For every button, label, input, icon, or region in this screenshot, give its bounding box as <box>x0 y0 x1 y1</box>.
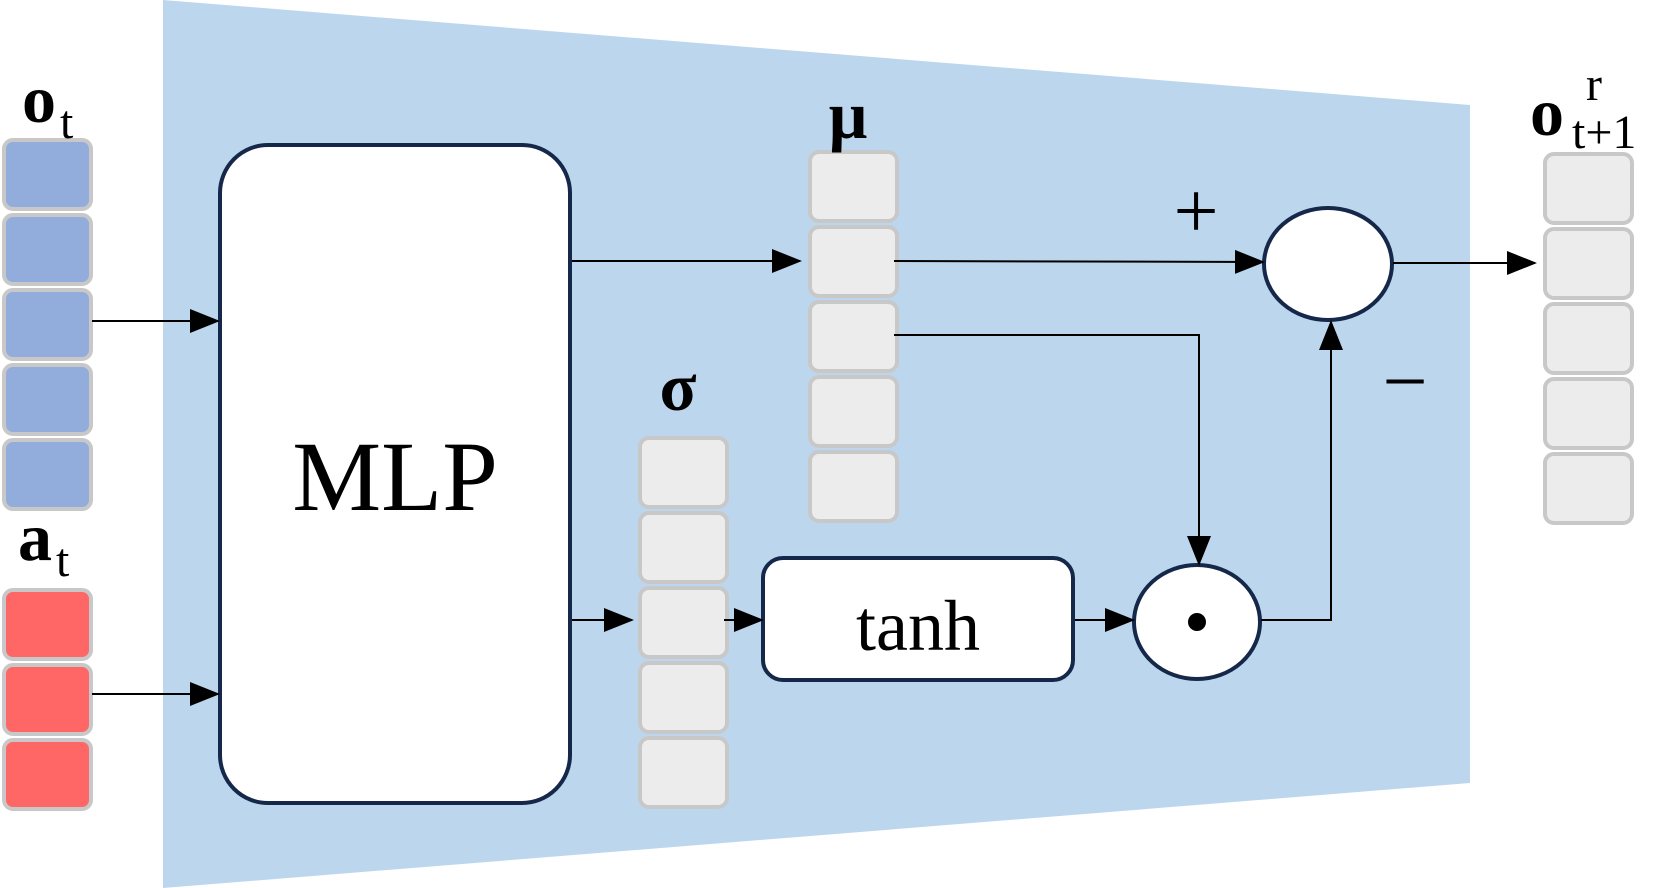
observation-subscript: t <box>60 96 74 149</box>
observation-cell-5 <box>2 438 93 511</box>
mlp-block <box>218 143 572 805</box>
mu-cell-4 <box>808 375 899 448</box>
observation-cell-3 <box>2 288 93 361</box>
observation-vector <box>2 138 93 511</box>
observation-cell-1 <box>2 138 93 211</box>
observation-cell-4 <box>2 363 93 436</box>
mu-to-sum-arrow <box>893 249 1265 274</box>
sigma-cell-2 <box>638 511 729 584</box>
output-label: o <box>1530 74 1564 150</box>
sigma-cell-4 <box>638 661 729 734</box>
mlp-label: MLP <box>292 421 498 532</box>
action-cell-3 <box>2 738 93 811</box>
output-cell-4 <box>1543 377 1634 450</box>
minus-sign: − <box>1382 338 1427 426</box>
action-cell-1 <box>2 588 93 661</box>
observation-label: ot <box>22 61 74 149</box>
action-label: at <box>18 499 70 587</box>
sigma-cell-5 <box>638 736 729 809</box>
output-cell-3 <box>1543 302 1634 375</box>
product-dot-icon <box>1188 613 1206 631</box>
output-cell-1 <box>1543 152 1634 225</box>
action-cell-2 <box>2 663 93 736</box>
mu-to-product-arrow <box>894 334 1211 566</box>
output-subscript: t+1 <box>1572 106 1636 159</box>
sigma-cell-3 <box>638 586 729 659</box>
sigma-label: σ <box>660 349 697 425</box>
sum-node <box>1262 206 1394 322</box>
mu-label: μ <box>829 77 868 153</box>
mu-cell-2 <box>808 225 899 298</box>
product-to-sum-arrow <box>1261 320 1343 621</box>
tanh-label: tanh <box>856 586 980 666</box>
mu-cell-3 <box>808 300 899 373</box>
output-cell-5 <box>1543 452 1634 525</box>
sigma-cell-1 <box>638 436 729 509</box>
mu-cell-5 <box>808 450 899 523</box>
mu-vector <box>808 150 899 523</box>
action-subscript: t <box>56 534 70 587</box>
sigma-vector <box>638 436 729 809</box>
action-vector <box>2 588 93 811</box>
output-vector <box>1543 152 1634 525</box>
observation-cell-2 <box>2 213 93 286</box>
mu-cell-1 <box>808 150 899 223</box>
plus-sign: + <box>1173 168 1218 256</box>
output-cell-2 <box>1543 227 1634 300</box>
output-superscript: r <box>1586 58 1602 111</box>
